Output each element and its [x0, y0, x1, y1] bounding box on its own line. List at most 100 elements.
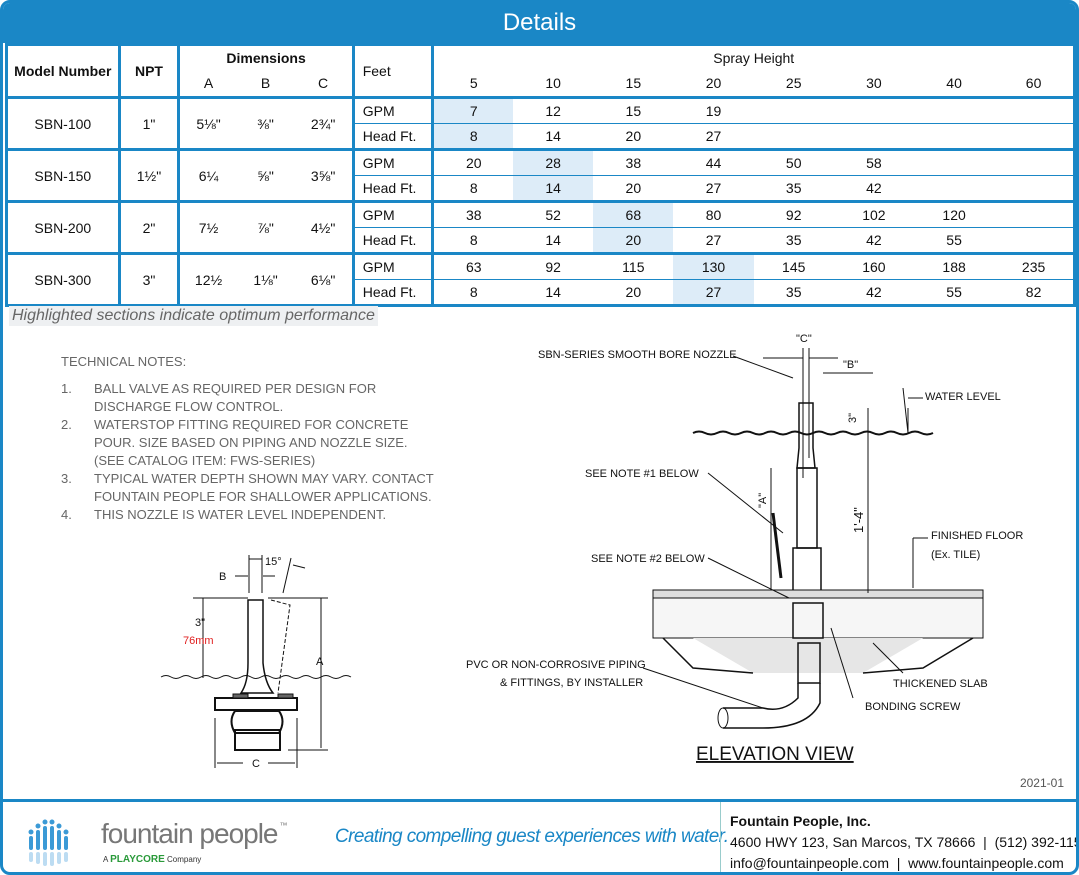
- cell-head: 55: [914, 279, 995, 307]
- revision-date: 2021-01: [1019, 776, 1064, 790]
- company-name: Fountain People, Inc.: [730, 813, 871, 829]
- cell-gpm: [753, 96, 834, 124]
- nozzle-tilt-drawing: B 15° 3" 76mm A C: [160, 555, 352, 770]
- cell-head-label: Head Ft.: [351, 279, 435, 307]
- cell-head: 8: [431, 123, 514, 151]
- playcore-company: Company: [167, 855, 202, 864]
- angle-label: 15°: [265, 556, 282, 568]
- cell-head: 27: [673, 175, 754, 203]
- company-contact[interactable]: info@fountainpeople.com | www.fountainpe…: [730, 855, 1064, 871]
- cell-head: 42: [833, 175, 914, 203]
- cell-head: [833, 123, 914, 151]
- elev-height-label: 1'-4": [851, 507, 866, 533]
- cell-head: 35: [753, 279, 834, 307]
- depth-mm-label: 76mm: [183, 635, 214, 647]
- cell-dim-b: ⅜": [236, 96, 295, 151]
- piping-callout-2: & FITTINGS, BY INSTALLER: [500, 677, 643, 689]
- technical-notes-title: TECHNICAL NOTES:: [61, 354, 187, 369]
- cell-gpm: 188: [914, 252, 995, 280]
- cell-gpm: [833, 96, 914, 124]
- cell-gpm: 44: [673, 148, 754, 176]
- trademark: ™: [279, 821, 288, 830]
- cell-npt: 2": [117, 200, 181, 255]
- cell-gpm: 80: [673, 200, 754, 228]
- cell-gpm: 20: [431, 148, 514, 176]
- note-text: THIS NOZZLE IS WATER LEVEL INDEPENDENT.: [94, 507, 387, 522]
- cell-dim-b: ⅝": [236, 148, 295, 203]
- cell-gpm: [914, 96, 995, 124]
- header-model: Model Number: [5, 43, 121, 99]
- header-height-5: 5: [431, 70, 514, 99]
- cell-gpm: 102: [833, 200, 914, 228]
- cell-gpm: 52: [513, 200, 594, 228]
- tagline: Creating compelling guest experiences wi…: [335, 826, 729, 847]
- cell-head: [994, 175, 1076, 203]
- cell-gpm: 28: [513, 148, 594, 176]
- cell-head: [914, 175, 995, 203]
- header-height-10: 10: [513, 70, 594, 99]
- note-number: 2.: [61, 417, 72, 432]
- cell-gpm: 12: [513, 96, 594, 124]
- cell-gpm-label: GPM: [351, 96, 435, 124]
- cell-head: 42: [833, 227, 914, 255]
- performance-table: Model Number NPT Dimensions Feet Spray H…: [5, 43, 1076, 307]
- playcore-badge: A PLAYCORE Company: [103, 854, 201, 865]
- cell-dim-a: 12½: [177, 252, 237, 307]
- fountain-people-logo-icon: [28, 819, 69, 866]
- note-text: BALL VALVE AS REQUIRED PER DESIGN FOR DI…: [94, 381, 377, 414]
- cell-dim-a: 7½: [177, 200, 237, 255]
- cell-gpm: 58: [833, 148, 914, 176]
- cell-gpm: 63: [431, 252, 514, 280]
- elevation-view-title: ELEVATION VIEW: [696, 744, 854, 765]
- technical-notes: TECHNICAL NOTES: 1. BALL VALVE AS REQUIRE…: [61, 353, 441, 524]
- note2-callout: SEE NOTE #2 BELOW: [591, 553, 705, 565]
- cell-head-label: Head Ft.: [351, 175, 435, 203]
- cell-npt: 1½": [117, 148, 181, 203]
- cell-model: SBN-300: [5, 252, 121, 307]
- header-dim-0: A: [177, 70, 237, 99]
- cell-head: [994, 227, 1076, 255]
- depth-label: 3": [195, 617, 205, 629]
- cell-dim-c: 2¾": [294, 96, 355, 151]
- piping-callout: PVC OR NON-CORROSIVE PIPING: [466, 659, 646, 671]
- dim-b-label: B: [219, 571, 226, 583]
- highlight-note: Highlighted sections indicate optimum pe…: [9, 306, 378, 326]
- cell-model: SBN-200: [5, 200, 121, 255]
- header-npt: NPT: [117, 43, 181, 99]
- cell-head: 20: [593, 227, 674, 255]
- cell-head: [753, 123, 834, 151]
- cell-head: 27: [673, 227, 754, 255]
- cell-head: 20: [593, 175, 674, 203]
- note-number: 1.: [61, 381, 72, 396]
- cell-dim-c: 6⅛": [294, 252, 355, 307]
- elevation-view-drawing: "C" "B" 3" "A" 1'-4" SBN-SERIES SMOOTH B…: [466, 333, 1023, 765]
- cell-dim-a: 5⅛": [177, 96, 237, 151]
- footer-divider: [720, 802, 721, 872]
- header-height-30: 30: [833, 70, 914, 99]
- technical-note: 2.WATERSTOP FITTING REQUIRED FOR CONCRET…: [61, 416, 441, 470]
- cell-gpm: 50: [753, 148, 834, 176]
- cell-head: 14: [513, 227, 594, 255]
- slab-callout: THICKENED SLAB: [893, 678, 988, 690]
- technical-note: 4.THIS NOZZLE IS WATER LEVEL INDEPENDENT…: [61, 506, 441, 524]
- cell-npt: 3": [117, 252, 181, 307]
- cell-head: 35: [753, 227, 834, 255]
- footer: fountain people ™ A PLAYCORE Company Cre…: [3, 799, 1076, 872]
- cell-head: 20: [593, 123, 674, 151]
- cell-dim-b: 1⅛": [236, 252, 295, 307]
- water-level-callout: WATER LEVEL: [925, 391, 1001, 403]
- technical-note: 1. BALL VALVE AS REQUIRED PER DESIGN FOR …: [61, 380, 441, 416]
- cell-head: 35: [753, 175, 834, 203]
- note-number: 3.: [61, 471, 72, 486]
- note1-callout: SEE NOTE #1 BELOW: [585, 468, 699, 480]
- cell-head: 27: [673, 279, 754, 307]
- cell-gpm: 38: [431, 200, 514, 228]
- header-height-20: 20: [673, 70, 754, 99]
- cell-gpm-label: GPM: [351, 252, 435, 280]
